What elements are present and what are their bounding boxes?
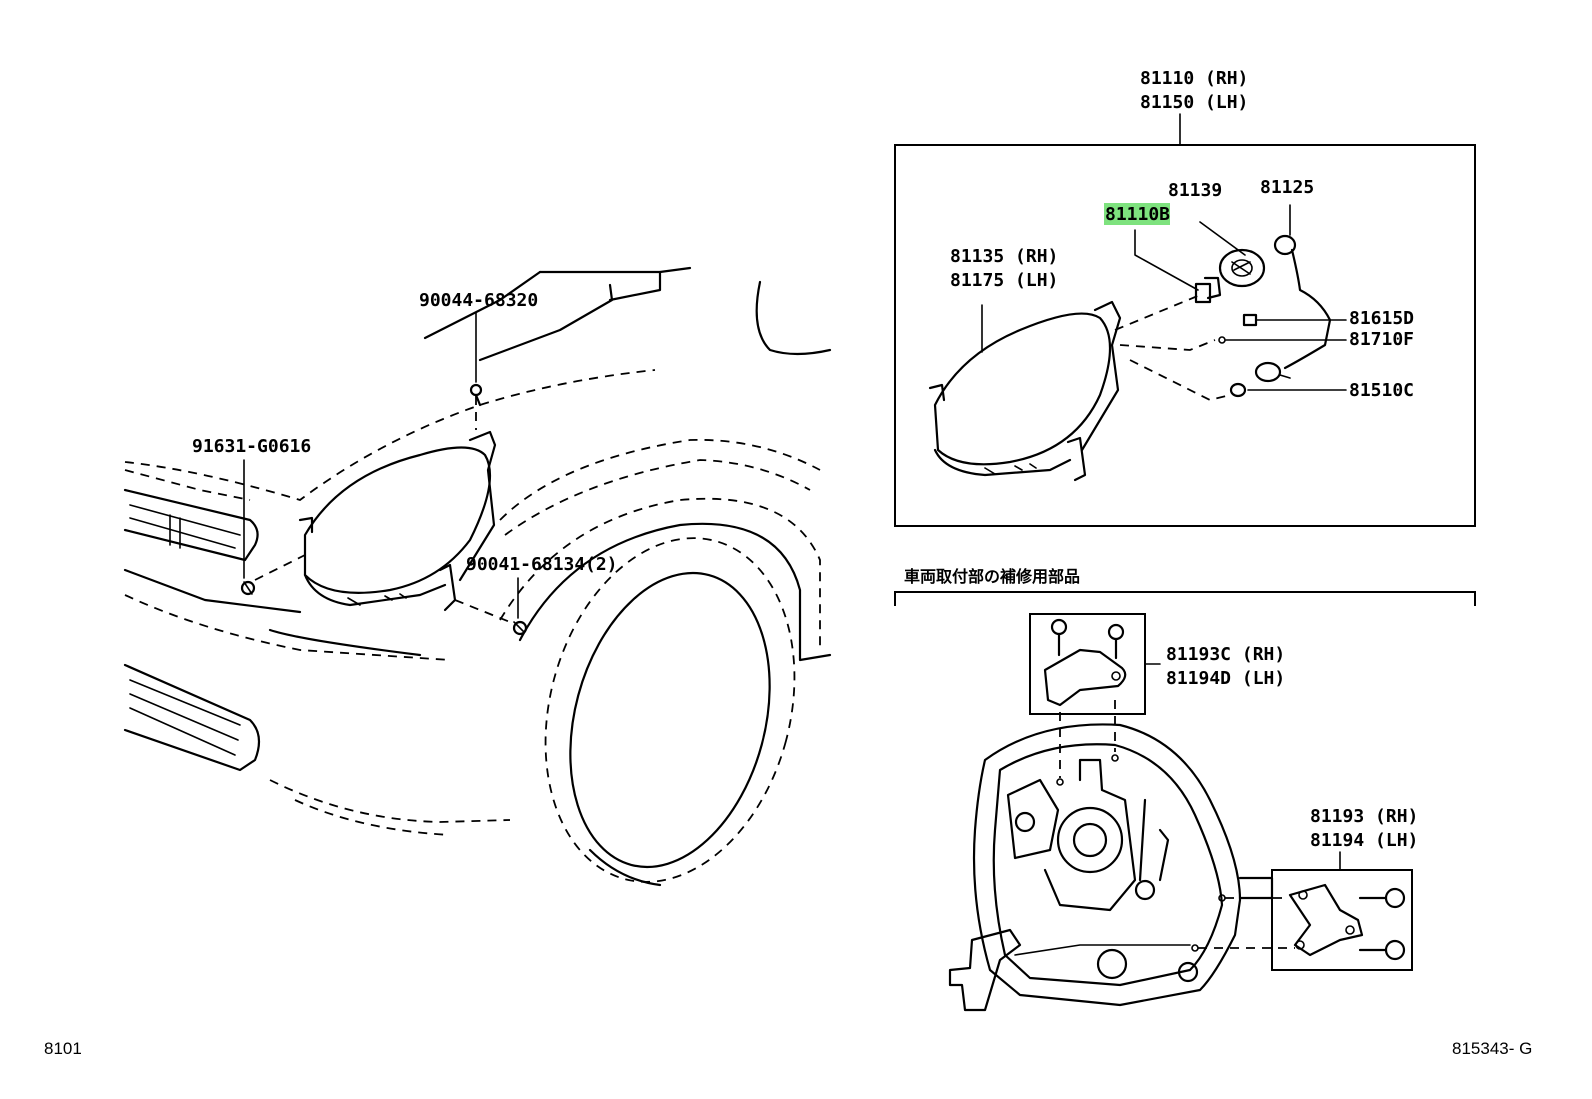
label-81135-rh: 81135 (RH) bbox=[950, 246, 1058, 267]
connector-81125-icon bbox=[1273, 234, 1332, 370]
grommet-81710f-icon bbox=[1218, 336, 1347, 344]
highlight-81110b bbox=[1104, 203, 1170, 225]
repair-section-title: 車両取付部の補修用部品 bbox=[904, 567, 1080, 586]
label-91631-g0616: 91631-G0616 bbox=[192, 436, 311, 457]
label-90041-qty: (2) bbox=[585, 554, 618, 575]
repair-section-frame bbox=[894, 591, 1476, 606]
label-81125: 81125 bbox=[1260, 177, 1314, 198]
bolt-91631-icon bbox=[240, 580, 256, 596]
label-81510c: 81510C bbox=[1349, 380, 1414, 401]
label-81150-lh: 81150 (LH) bbox=[1140, 92, 1248, 113]
label-81139: 81139 bbox=[1168, 180, 1222, 201]
screw-90041-icon bbox=[512, 620, 528, 636]
assembly-frame bbox=[894, 144, 1476, 527]
socket-81139-icon bbox=[1218, 248, 1266, 288]
bulb-81110b-icon bbox=[1194, 276, 1222, 304]
bracket-c-drawing bbox=[1043, 618, 1127, 707]
label-81615d: 81615D bbox=[1349, 308, 1414, 329]
socket-81510c-icon bbox=[1229, 361, 1347, 398]
page-number-left: 8101 bbox=[44, 1039, 82, 1058]
label-90041-68134: 90041-68134 bbox=[466, 554, 585, 575]
car-body-drawing bbox=[123, 266, 832, 887]
label-81194d-lh: 81194D (LH) bbox=[1166, 668, 1285, 689]
bracket-frame bbox=[1271, 869, 1413, 971]
bulb-81615d-icon bbox=[1242, 313, 1347, 327]
headlamp-unit-drawing bbox=[928, 204, 1291, 482]
label-81193-rh: 81193 (RH) bbox=[1310, 806, 1418, 827]
label-81710f: 81710F bbox=[1349, 329, 1414, 350]
label-81194-lh: 81194 (LH) bbox=[1310, 830, 1418, 851]
page-number-right: 815343- G bbox=[1452, 1039, 1532, 1058]
label-81193c-rh: 81193C (RH) bbox=[1166, 644, 1285, 665]
label-90044-68320: 90044-68320 bbox=[419, 290, 538, 311]
label-81110b: 81110B bbox=[1105, 204, 1170, 225]
bracket-drawing bbox=[1288, 883, 1406, 961]
label-81110-rh: 81110 (RH) bbox=[1140, 68, 1248, 89]
label-81175-lh: 81175 (LH) bbox=[950, 270, 1058, 291]
headlamp-housing-rear-drawing bbox=[948, 723, 1274, 1012]
